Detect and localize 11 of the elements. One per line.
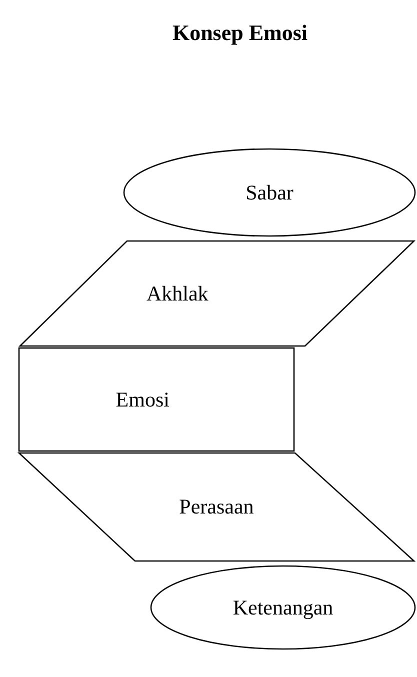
diagram-title: Konsep Emosi <box>172 20 308 46</box>
ellipse-node <box>123 148 416 237</box>
node-label: Ketenangan <box>232 595 334 620</box>
node-label: Akhlak <box>146 281 208 306</box>
node-label: Sabar <box>246 180 294 205</box>
parallelogram-node <box>19 240 415 347</box>
parallelogram-node <box>18 452 415 562</box>
ellipse-node <box>150 565 416 650</box>
node-label: Emosi <box>116 387 170 412</box>
process-box <box>18 347 295 452</box>
node-label: Perasaan <box>179 494 254 520</box>
